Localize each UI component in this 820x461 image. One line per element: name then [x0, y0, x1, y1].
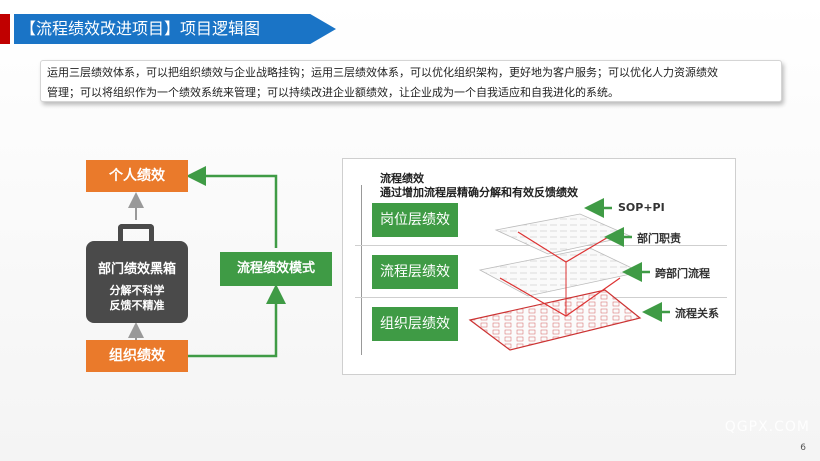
personal-performance-box: 个人绩效	[86, 160, 188, 192]
process-mode-box: 流程绩效模式	[220, 252, 332, 286]
label-cross-dept-process: 跨部门流程	[655, 267, 710, 280]
panel-axis	[361, 185, 362, 355]
intro-line-2: 管理；可以将组织作为一个绩效系统来管理；可以持续改进企业额绩效，让企业成为一个自…	[47, 86, 619, 99]
doc-sheet-middle	[478, 247, 642, 297]
intro-line-1: 运用三层绩效体系，可以把组织绩效与企业战略挂钩；运用三层绩效体系，可以优化组织架…	[47, 66, 718, 79]
label-sop-pi: SOP+PI	[618, 201, 665, 214]
layer-process: 流程层绩效	[372, 255, 458, 289]
label-dept-duty: 部门职责	[637, 232, 681, 245]
title-accent	[0, 14, 10, 44]
blackbox-title: 部门绩效黑箱	[97, 262, 176, 277]
panel-divider-2	[355, 297, 727, 298]
panel-heading: 流程绩效	[380, 172, 424, 185]
page-number: 6	[800, 443, 806, 453]
org-performance-box: 组织绩效	[86, 340, 188, 372]
briefcase-handle-icon	[118, 224, 154, 242]
layer-position: 岗位层绩效	[372, 203, 458, 237]
layer-organization: 组织层绩效	[372, 307, 458, 341]
page-title: 【流程绩效改进项目】项目逻辑图	[20, 19, 261, 38]
arrow-mode-to-personal	[186, 166, 278, 248]
blackbox-issue-2: 反馈不精准	[109, 299, 165, 312]
arrow-org-to-mode	[188, 284, 286, 358]
blackbox-issue-1: 分解不科学	[109, 284, 165, 297]
intro-box: 运用三层绩效体系，可以把组织绩效与企业战略挂钩；运用三层绩效体系，可以优化组织架…	[40, 60, 782, 102]
panel-subheading: 通过增加流程层精确分解和有效反馈绩效	[380, 186, 578, 199]
title-banner	[14, 14, 336, 44]
label-process-relation: 流程关系	[675, 307, 719, 320]
department-blackbox	[86, 241, 188, 323]
doc-sheet-top	[494, 213, 632, 255]
doc-sheet-bottom	[468, 289, 642, 351]
watermark: QGPX.COM	[724, 419, 810, 435]
